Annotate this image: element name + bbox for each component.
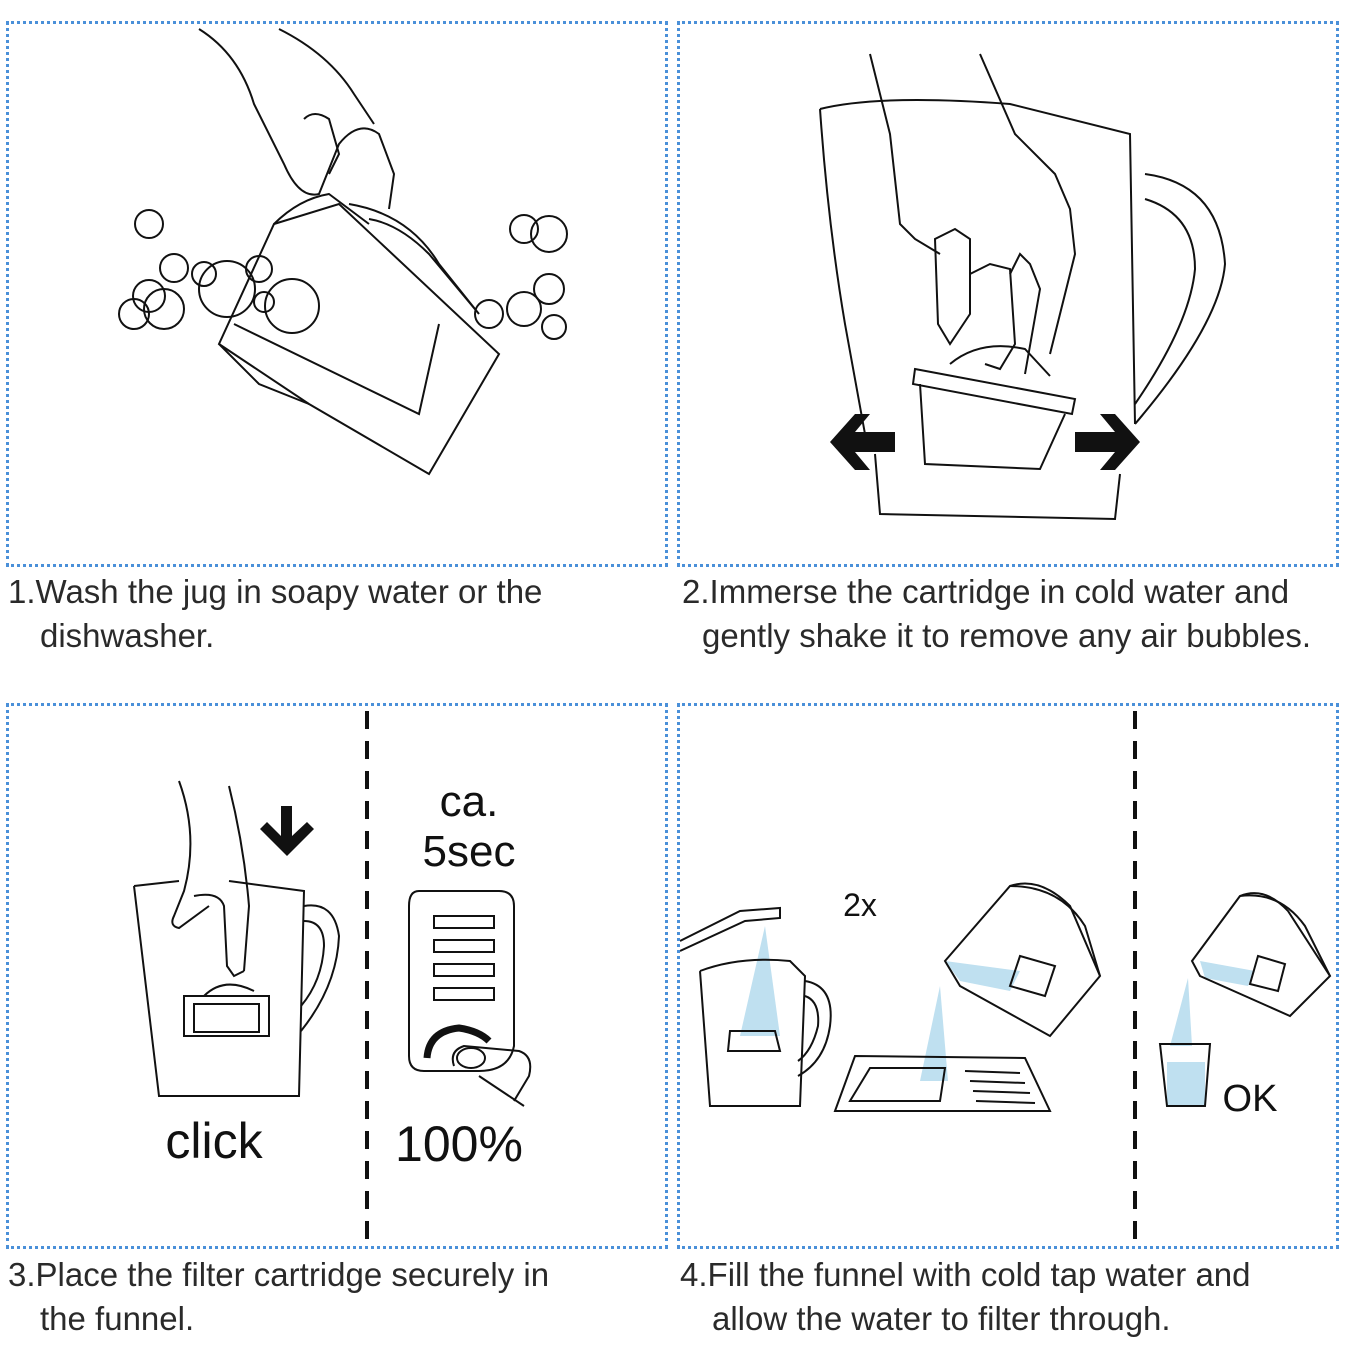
step1-number: 1.: [8, 573, 36, 610]
time-label: 5sec: [423, 827, 516, 876]
step3-caption: 3.Place the filter cartridge securely in…: [8, 1253, 549, 1341]
step1-panel: [6, 21, 668, 567]
ok-label: OK: [1223, 1078, 1278, 1120]
step1-text-line1: Wash the jug in soapy water or the: [35, 573, 543, 610]
step2-panel: [677, 21, 1339, 567]
step3-text-line1: Place the filter cartridge securely in: [35, 1256, 550, 1293]
step3-number: 3.: [8, 1256, 36, 1293]
percent-label: 100%: [395, 1116, 523, 1172]
water-streams: [740, 926, 1255, 1106]
ca-label: ca.: [440, 777, 499, 826]
button-press-arc: [423, 1024, 492, 1059]
shake-arrows: [830, 414, 1140, 470]
wash-jug-illustration: [118, 28, 568, 476]
step4-text-line1: Fill the funnel with cold tap water and: [707, 1256, 1251, 1293]
step2-number: 2.: [682, 573, 710, 610]
repeat-label: 2x: [843, 887, 877, 923]
step2-text-line2: gently shake it to remove any air bubble…: [702, 617, 1312, 654]
step4-caption: 4.Fill the funnel with cold tap water an…: [680, 1253, 1251, 1341]
step1-text-line2: dishwasher.: [40, 617, 215, 654]
immerse-cartridge-illustration: [819, 53, 1227, 521]
step3-text-line2: the funnel.: [40, 1300, 195, 1337]
step3-panel: click ca. 5sec 100%: [6, 703, 668, 1249]
step4-panel: 2x OK: [677, 703, 1339, 1249]
arrow-down-icon: [260, 806, 314, 856]
step1-caption: 1.Wash the jug in soapy water or the dis…: [8, 570, 542, 658]
click-label: click: [165, 1113, 263, 1169]
step4-number: 4.: [680, 1256, 708, 1293]
step2-caption: 2.Immerse the cartridge in cold water an…: [682, 570, 1311, 658]
step4-text-line2: allow the water to filter through.: [712, 1300, 1171, 1337]
fill-funnel-illustration: 2x OK: [680, 711, 1332, 1241]
step2-text-line1: Immerse the cartridge in cold water and: [709, 573, 1290, 610]
place-cartridge-illustration: click ca. 5sec 100%: [133, 711, 532, 1241]
